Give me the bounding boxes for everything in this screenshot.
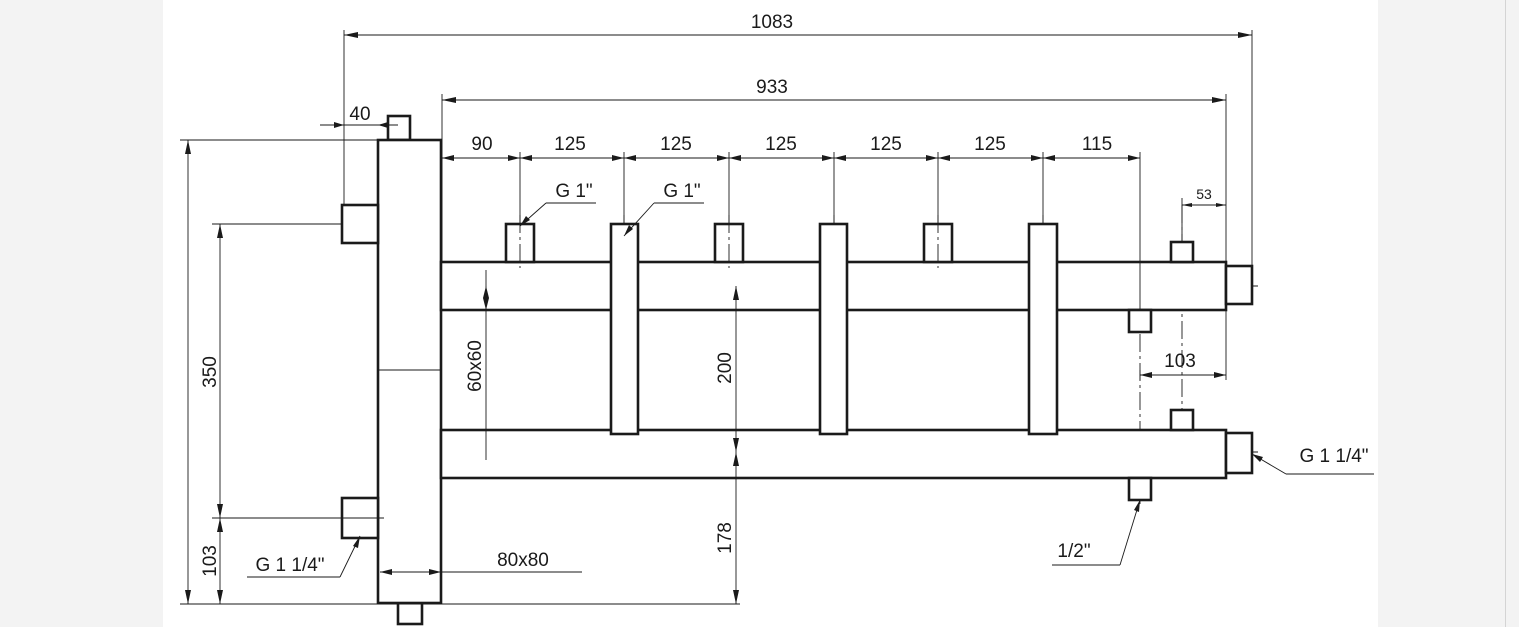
dimension-lines [185, 32, 1252, 604]
dim-bottom-height: 103 [200, 545, 221, 577]
callout-outlet-thread-right: G 1" [663, 181, 700, 202]
outlet-4 [818, 222, 849, 436]
callout-main-thread-left: G 1 1/4" [255, 555, 324, 576]
dim-overall-length: 1083 [751, 12, 793, 33]
dimension-labels: 1083 933 40 90 125 125 125 125 125 115 5… [200, 12, 1212, 577]
dim-manifold-length: 933 [756, 77, 788, 98]
boiler-flow-socket [340, 203, 380, 245]
callout-drain-thread: 1/2" [1057, 541, 1090, 562]
callout-labels: G 1" G 1" G 1 1/4" 1/2" G 1 1/4" [255, 181, 1368, 576]
dim-end-offset: 53 [1196, 186, 1212, 202]
supply-end-socket [1224, 264, 1254, 306]
supply-vent-fitting [1169, 240, 1195, 264]
page-border [1505, 0, 1506, 627]
dim-header-distance: 200 [715, 352, 736, 384]
dim-spacing-3: 125 [765, 134, 797, 155]
dim-wall-offset: 40 [349, 104, 370, 125]
dim-total-height: 350 [200, 356, 221, 388]
callout-outlet-thread-left: G 1" [555, 181, 592, 202]
dim-spacing-2: 125 [660, 134, 692, 155]
extension-lines [180, 30, 1253, 605]
column-body [376, 138, 443, 605]
air-vent-fitting [386, 114, 412, 142]
dim-header-section: 60x60 [465, 340, 486, 392]
dim-column-section: 80x80 [497, 550, 549, 571]
return-end-socket [1224, 431, 1254, 475]
callout-main-thread-right: G 1 1/4" [1299, 446, 1368, 467]
separator-column [340, 114, 443, 626]
leader-lines [247, 202, 1374, 578]
circuit-outlets [504, 215, 1059, 436]
dim-spacing-5: 125 [974, 134, 1006, 155]
outlet-6 [1027, 222, 1059, 436]
dim-floor-height: 178 [715, 522, 736, 554]
outlet-2 [609, 222, 640, 436]
dim-tail-length: 103 [1164, 351, 1196, 372]
dim-spacing-first: 90 [471, 134, 492, 155]
return-header [439, 408, 1254, 502]
dim-spacing-4: 125 [870, 134, 902, 155]
return-drain-fitting [1127, 476, 1153, 502]
dim-spacing-last: 115 [1082, 134, 1112, 155]
return-vent-fitting [1169, 408, 1195, 432]
dim-spacing-1: 125 [554, 134, 586, 155]
supply-drain-fitting [1127, 308, 1153, 334]
